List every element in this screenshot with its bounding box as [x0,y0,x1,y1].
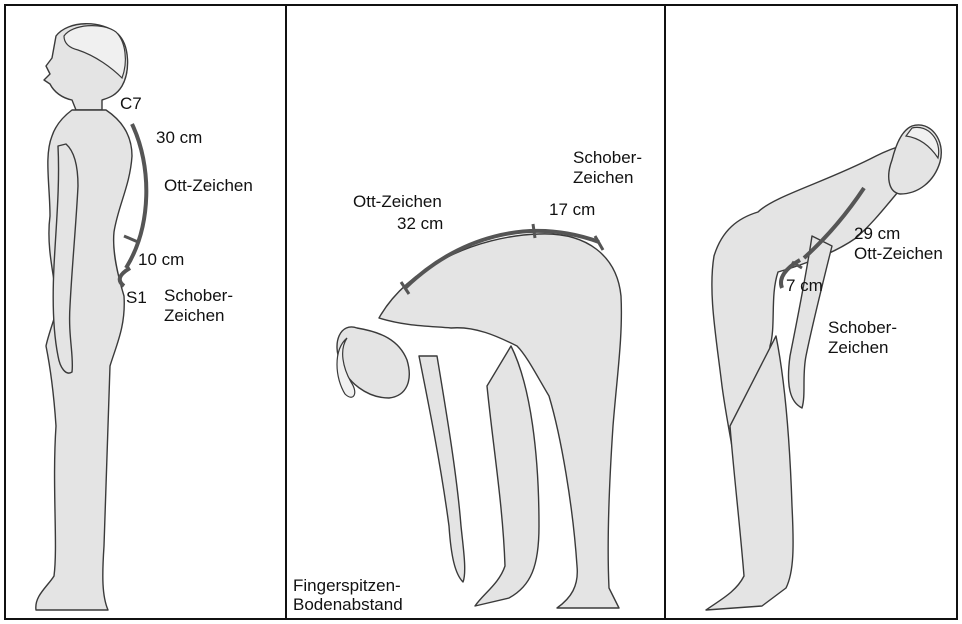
ott-sign-label: Ott-Zeichen [353,192,442,212]
panel-standing: C7 30 cm Ott-Zeichen 10 cm S1 Schober- Z… [6,6,285,618]
schober-measure-label: 7 cm [786,276,823,296]
schober-sign-label-line2: Zeichen [164,306,224,326]
schober-sign-label-line1: Schober- [573,148,642,168]
panel-forward-bend: Schober- Zeichen Ott-Zeichen 32 cm 17 cm… [287,6,664,618]
schober-sign-label-line1: Schober- [164,286,233,306]
schober-measure-label: 17 cm [549,200,595,220]
ott-measure-label: 29 cm [854,224,900,244]
ott-sign-label: Ott-Zeichen [164,176,253,196]
schober-sign-label-line2: Zeichen [828,338,888,358]
ott-measure-label: 32 cm [397,214,443,234]
s1-label: S1 [126,288,147,308]
fingertip-floor-label-line1: Fingerspitzen- [293,576,401,596]
c7-label: C7 [120,94,142,114]
panel-backward-bend: 29 cm Ott-Zeichen 7 cm Schober- Zeichen [666,6,956,618]
forward-bend-figure-illustration [287,6,664,618]
ott-sign-label: Ott-Zeichen [854,244,943,264]
standing-figure-illustration [6,6,285,618]
backward-bend-figure-illustration [666,6,956,618]
schober-measure-label: 10 cm [138,250,184,270]
schober-sign-label-line1: Schober- [828,318,897,338]
fingertip-floor-label-line2: Bodenabstand [293,595,403,615]
schober-sign-label-line2: Zeichen [573,168,633,188]
ott-measure-label: 30 cm [156,128,202,148]
